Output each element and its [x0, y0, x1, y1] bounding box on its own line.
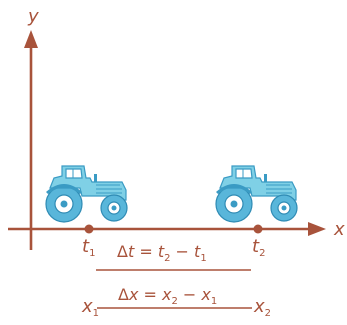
x1-label: x1 — [81, 296, 99, 319]
y-axis-arrowhead — [24, 30, 38, 48]
x-axis-arrowhead — [308, 222, 326, 236]
tractor-icon — [45, 165, 128, 223]
x2-label: x2 — [253, 296, 271, 319]
t1-marker — [84, 224, 94, 234]
tractor-icon — [215, 165, 298, 223]
t2-label: t2 — [252, 236, 265, 259]
displacement-equation: Δx = x2 − x1 — [118, 285, 217, 307]
x-axis-label: x — [333, 219, 345, 240]
y-axis-label: y — [27, 6, 39, 27]
t1-label: t1 — [82, 236, 95, 259]
time-interval-equation: Δt = t2 − t1 — [117, 242, 207, 264]
t2-marker — [253, 224, 263, 234]
